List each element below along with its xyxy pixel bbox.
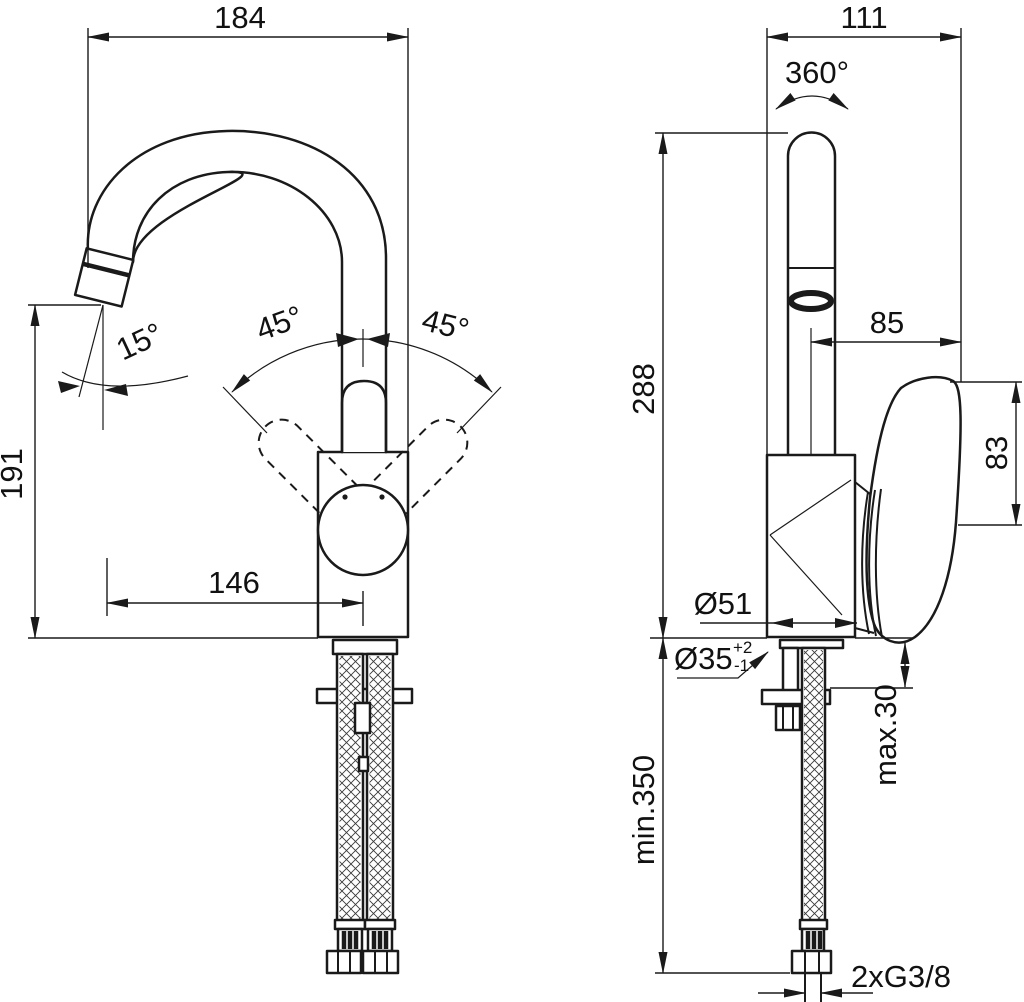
swivel-ext-right (456, 386, 502, 434)
right-view-dimensions: 111 360° 288 85 83 Ø51 Ø35 +2 -1 max.30 (626, 0, 1022, 998)
center-stud (353, 701, 372, 735)
spout-tube-fill (87, 130, 387, 453)
dim-swivel-left-label: 45° (251, 299, 307, 348)
dim-height-label: 288 (626, 363, 661, 415)
center-stud-nut (357, 755, 370, 773)
faucet-body-side (765, 453, 857, 639)
spout-inner-edge (131, 170, 344, 454)
dim-spout-width-label: 184 (214, 0, 266, 35)
dim-swivel-right-label: 45° (419, 302, 473, 347)
spout-outer-edge (86, 129, 388, 454)
handle-swivel-left-dashed (257, 418, 380, 541)
dim-spout-offset-label: 85 (870, 305, 904, 340)
dim-rotation-label: 360° (785, 55, 849, 90)
handle-joint-lines (854, 481, 875, 634)
body-cone-lines (769, 479, 852, 616)
dim-connection-label: 2xG3/8 (851, 959, 951, 994)
spout-column-side (786, 131, 837, 457)
dim-hole-diameter-label: Ø35 (674, 641, 733, 676)
arrowhead (58, 381, 80, 393)
rotation-arc (775, 93, 849, 110)
dim-spout-height-label: 191 (0, 448, 29, 500)
supply-hose-side (790, 646, 833, 1002)
dim-hole-tol-upper-label: +2 (733, 638, 752, 657)
dim-tilt-angle-label: 15° (111, 316, 168, 368)
dim-hose-length-label: min.350 (626, 755, 661, 865)
handle-lever-side (865, 375, 962, 644)
hole-leader-line (677, 651, 769, 679)
left-view-dimensions: 184 191 15° 45° 45° 146 (0, 0, 502, 639)
handle-ring-lines (861, 488, 883, 638)
dim-reach-label: 146 (208, 565, 260, 600)
handle-swivel-right-dashed (346, 418, 469, 541)
arrowhead (104, 384, 128, 396)
mounting-nut (774, 704, 802, 732)
dim-counter-thickness-label: max.30 (868, 684, 903, 786)
base-plate-front (331, 638, 399, 656)
swivel-arc (231, 338, 493, 393)
dim-body-width-label: 111 (840, 0, 887, 35)
arrowhead (367, 333, 390, 347)
spout-tip (73, 247, 135, 308)
swivel-dome (316, 483, 410, 577)
arrowhead (336, 333, 359, 347)
arrowhead (835, 618, 857, 628)
arrowhead (771, 618, 793, 628)
dim-body-diameter-label: Ø51 (694, 586, 753, 621)
swivel-ext-left (222, 386, 268, 434)
right-view-faucet (760, 131, 962, 1002)
mounting-bracket-front (315, 687, 414, 705)
handle-pin-left (342, 494, 348, 500)
handle-pin-right (379, 494, 385, 500)
tilt-arc (61, 371, 189, 387)
dim-handle-height-label: 83 (979, 436, 1014, 470)
supply-hose-right (361, 652, 400, 975)
dim-hole-tol-lower-label: -1 (734, 656, 749, 675)
aerator-outlet (788, 290, 834, 312)
left-view-faucet (73, 129, 469, 975)
